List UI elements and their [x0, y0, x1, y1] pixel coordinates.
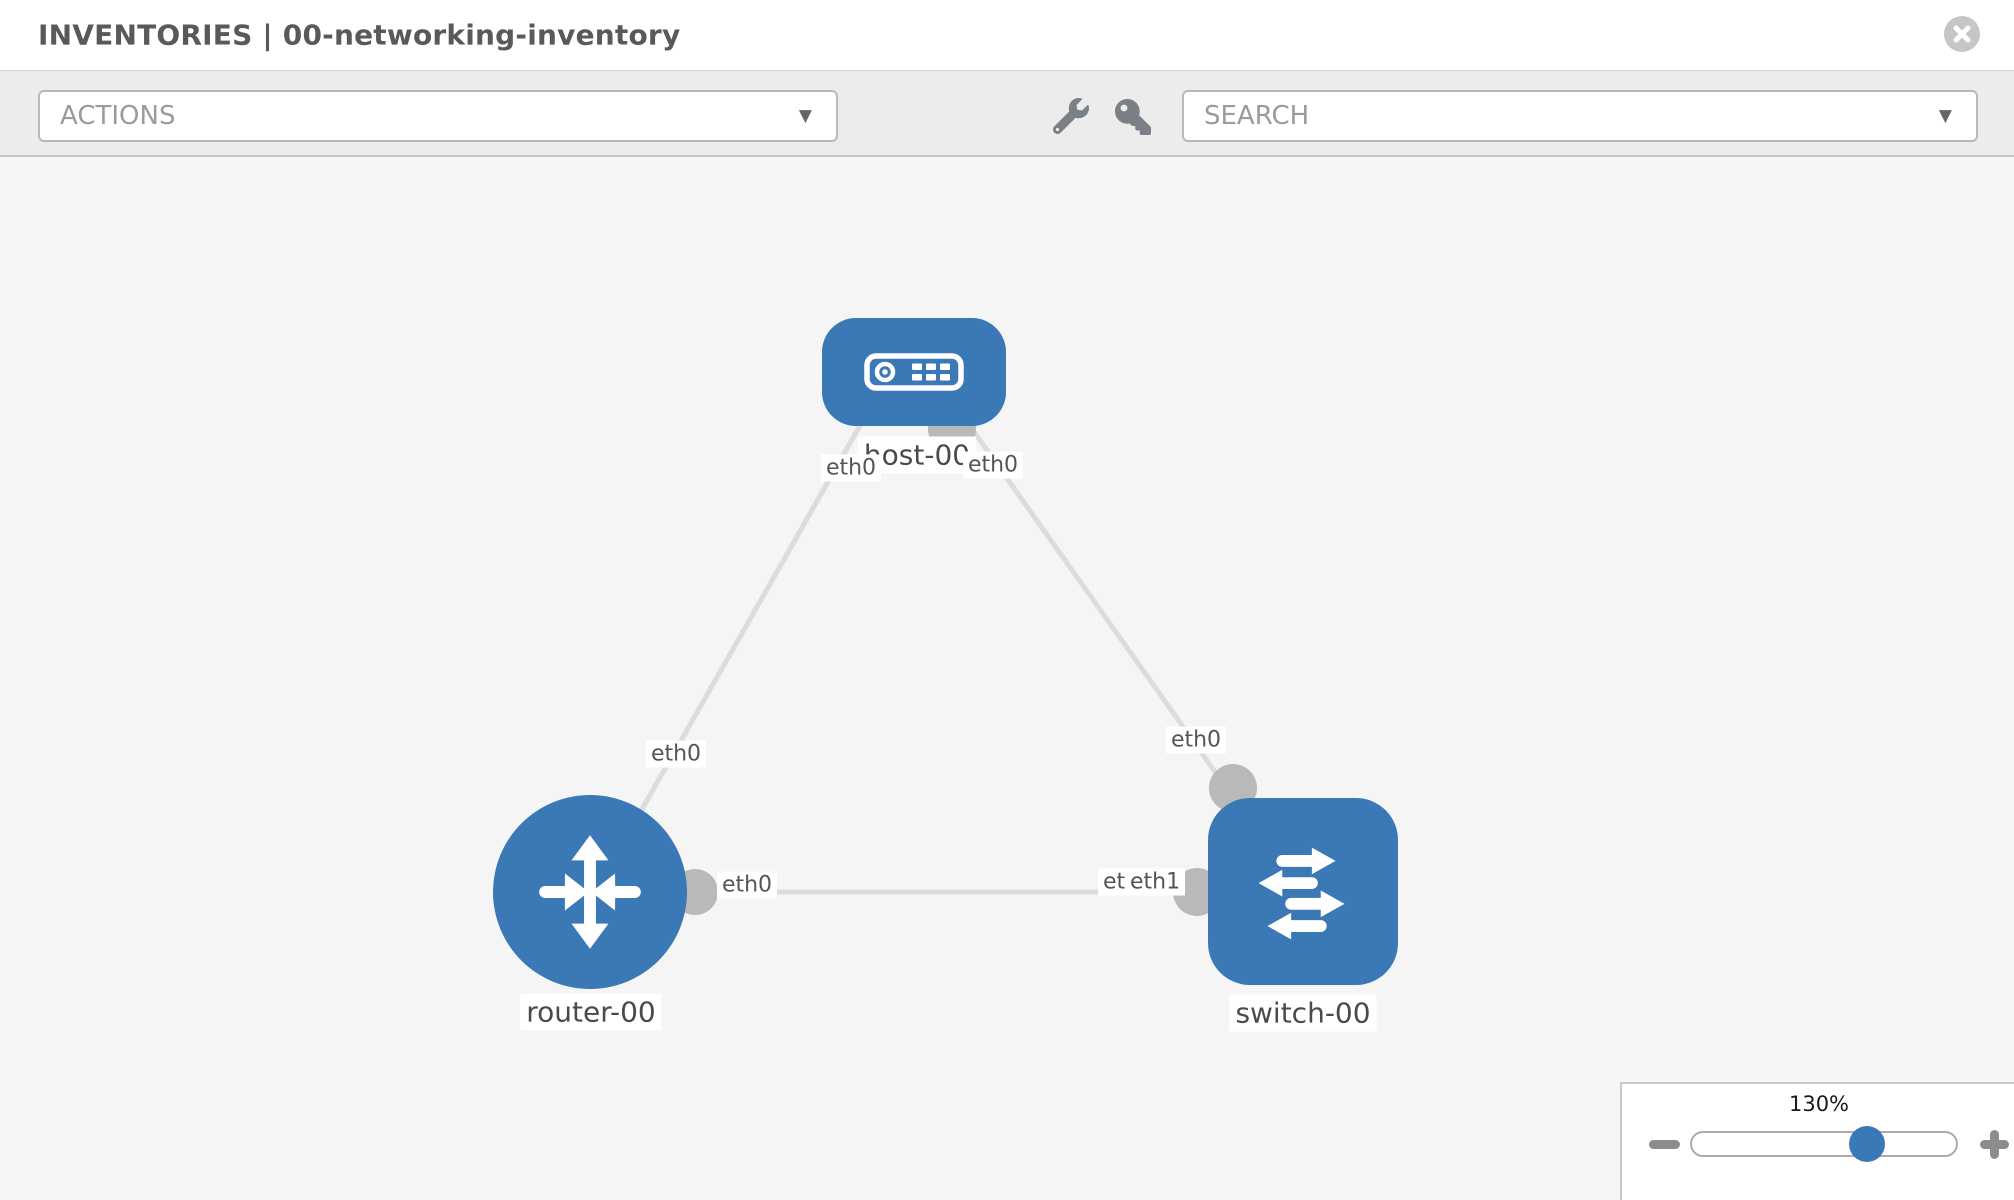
- zoom-in-button[interactable]: [1980, 1130, 2009, 1159]
- node-router-00[interactable]: [493, 795, 687, 989]
- node-label-host: host-00: [857, 436, 977, 474]
- key-icon: [1115, 99, 1151, 135]
- zoom-slider-track[interactable]: [1690, 1126, 1958, 1162]
- close-icon: [1953, 25, 1971, 43]
- node-host-00[interactable]: [822, 318, 1006, 426]
- actions-dropdown[interactable]: ACTIONS ▼: [38, 90, 838, 142]
- iface-label-switch-eth0-to-host: eth0: [1165, 726, 1227, 754]
- host-icon: [864, 353, 964, 391]
- node-switch-00[interactable]: [1208, 798, 1398, 985]
- chevron-down-icon: ▼: [1938, 106, 1952, 126]
- credentials-button[interactable]: [1115, 99, 1151, 135]
- zoom-slider-thumb[interactable]: [1849, 1126, 1885, 1162]
- topology-canvas[interactable]: host-00 router-00 switch-00 eth0 eth0 et…: [0, 157, 2014, 1200]
- close-button[interactable]: [1944, 16, 1980, 52]
- iface-label-router-eth0-to-switch: eth0: [716, 871, 778, 899]
- plus-icon: [1990, 1130, 1999, 1159]
- zoom-control-panel: 130%: [1620, 1082, 2014, 1200]
- header-bar: INVENTORIES | 00-networking-inventory: [0, 0, 2014, 70]
- iface-label-host-eth0-to-switch: eth0: [962, 451, 1024, 479]
- router-icon: [539, 835, 641, 949]
- switch-icon: [1258, 847, 1345, 939]
- chevron-down-icon: ▼: [798, 106, 812, 126]
- zoom-level-value: 130%: [1788, 1092, 1850, 1116]
- node-label-switch: switch-00: [1229, 994, 1377, 1032]
- page-title: INVENTORIES | 00-networking-inventory: [38, 18, 681, 52]
- node-label-router: router-00: [520, 993, 662, 1031]
- search-dropdown-label: SEARCH: [1204, 101, 1310, 131]
- wrench-icon: [1052, 98, 1089, 135]
- configure-button[interactable]: [1052, 98, 1089, 135]
- iface-label-router-eth0-to-host: eth0: [645, 740, 707, 768]
- zoom-out-button[interactable]: [1649, 1140, 1680, 1149]
- iface-label-switch-eth1-to-router: eth1: [1125, 868, 1186, 896]
- links-layer: [592, 405, 1280, 916]
- actions-dropdown-label: ACTIONS: [60, 101, 176, 131]
- toolbar: ACTIONS ▼ SEARCH ▼: [0, 70, 2014, 157]
- iface-label-host-eth0-to-router: eth0: [820, 454, 882, 482]
- search-dropdown[interactable]: SEARCH ▼: [1182, 90, 1978, 142]
